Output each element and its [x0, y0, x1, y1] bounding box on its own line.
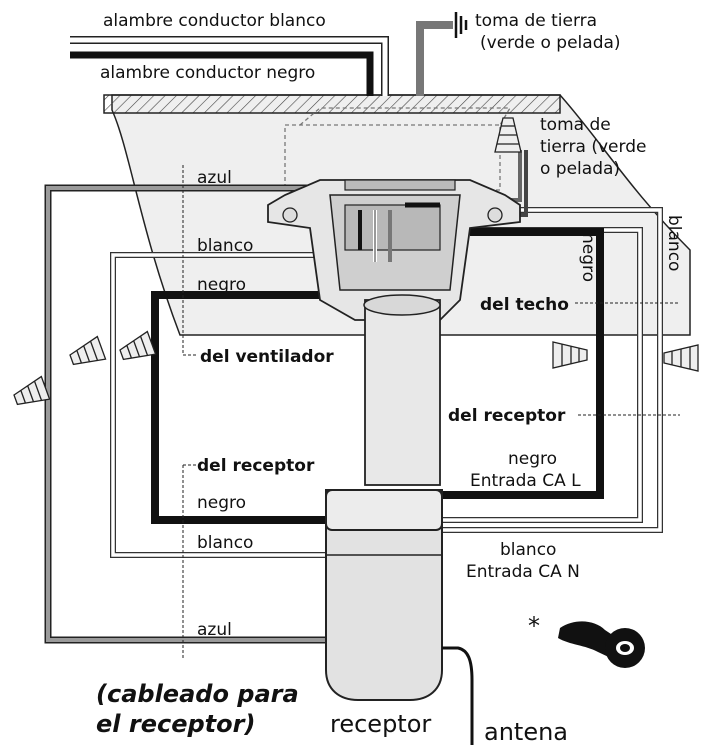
label-black-left: negro: [197, 275, 246, 295]
ceiling-beam: [103, 94, 561, 114]
antenna-wire: [442, 646, 474, 745]
label-black-input-1: negro: [508, 449, 557, 469]
label-white-bottom: blanco: [197, 533, 253, 553]
label-white-left: blanco: [197, 236, 253, 256]
wire-nut-icon: [13, 117, 699, 406]
black-wire-left: [151, 291, 336, 524]
label-ground-top-2: (verde o pelada): [480, 33, 621, 53]
downrod: [364, 299, 441, 486]
caption-line-1: (cableado para: [96, 680, 299, 708]
label-black-supply: alambre conductor negro: [100, 63, 315, 83]
label-ground-top-1: toma de tierra: [475, 11, 597, 31]
label-white-supply: alambre conductor blanco: [103, 11, 326, 31]
black-wire-right: [440, 228, 604, 499]
label-ground-mid-1: toma de: [540, 115, 611, 135]
guide-lines: [182, 165, 680, 660]
ground-symbol-icon: [454, 12, 468, 38]
label-receiver-left: del receptor: [197, 456, 315, 476]
label-from-fan: del ventilador: [200, 347, 334, 367]
label-antenna: antena: [484, 718, 568, 746]
label-receiver: receptor: [330, 710, 431, 738]
label-receiver-right: del receptor: [448, 406, 566, 426]
label-from-ceiling: del techo: [480, 295, 569, 315]
electrical-tape-icon: [558, 621, 645, 668]
label-ground-mid-2: tierra (verde: [540, 137, 646, 157]
label-asterisk: *: [528, 612, 540, 640]
fan-canopy: [267, 179, 521, 321]
caption-line-2: el receptor): [96, 710, 255, 738]
label-black-input-2: Entrada CA L: [470, 471, 581, 491]
label-white-input-1: blanco: [500, 540, 556, 560]
label-white-right: blanco: [664, 215, 684, 271]
receiver-unit: [325, 489, 443, 701]
label-blue-bottom: azul: [197, 620, 232, 640]
label-blue-top: azul: [197, 168, 232, 188]
label-black-right: negro: [578, 233, 598, 282]
black-supply-wire: [70, 51, 374, 96]
white-supply-wire-inner: [70, 37, 388, 96]
label-white-input-2: Entrada CA N: [466, 562, 580, 582]
label-black-bottom: negro: [197, 493, 246, 513]
label-ground-mid-3: o pelada): [540, 159, 620, 179]
ground-supply-wire: [416, 21, 453, 96]
